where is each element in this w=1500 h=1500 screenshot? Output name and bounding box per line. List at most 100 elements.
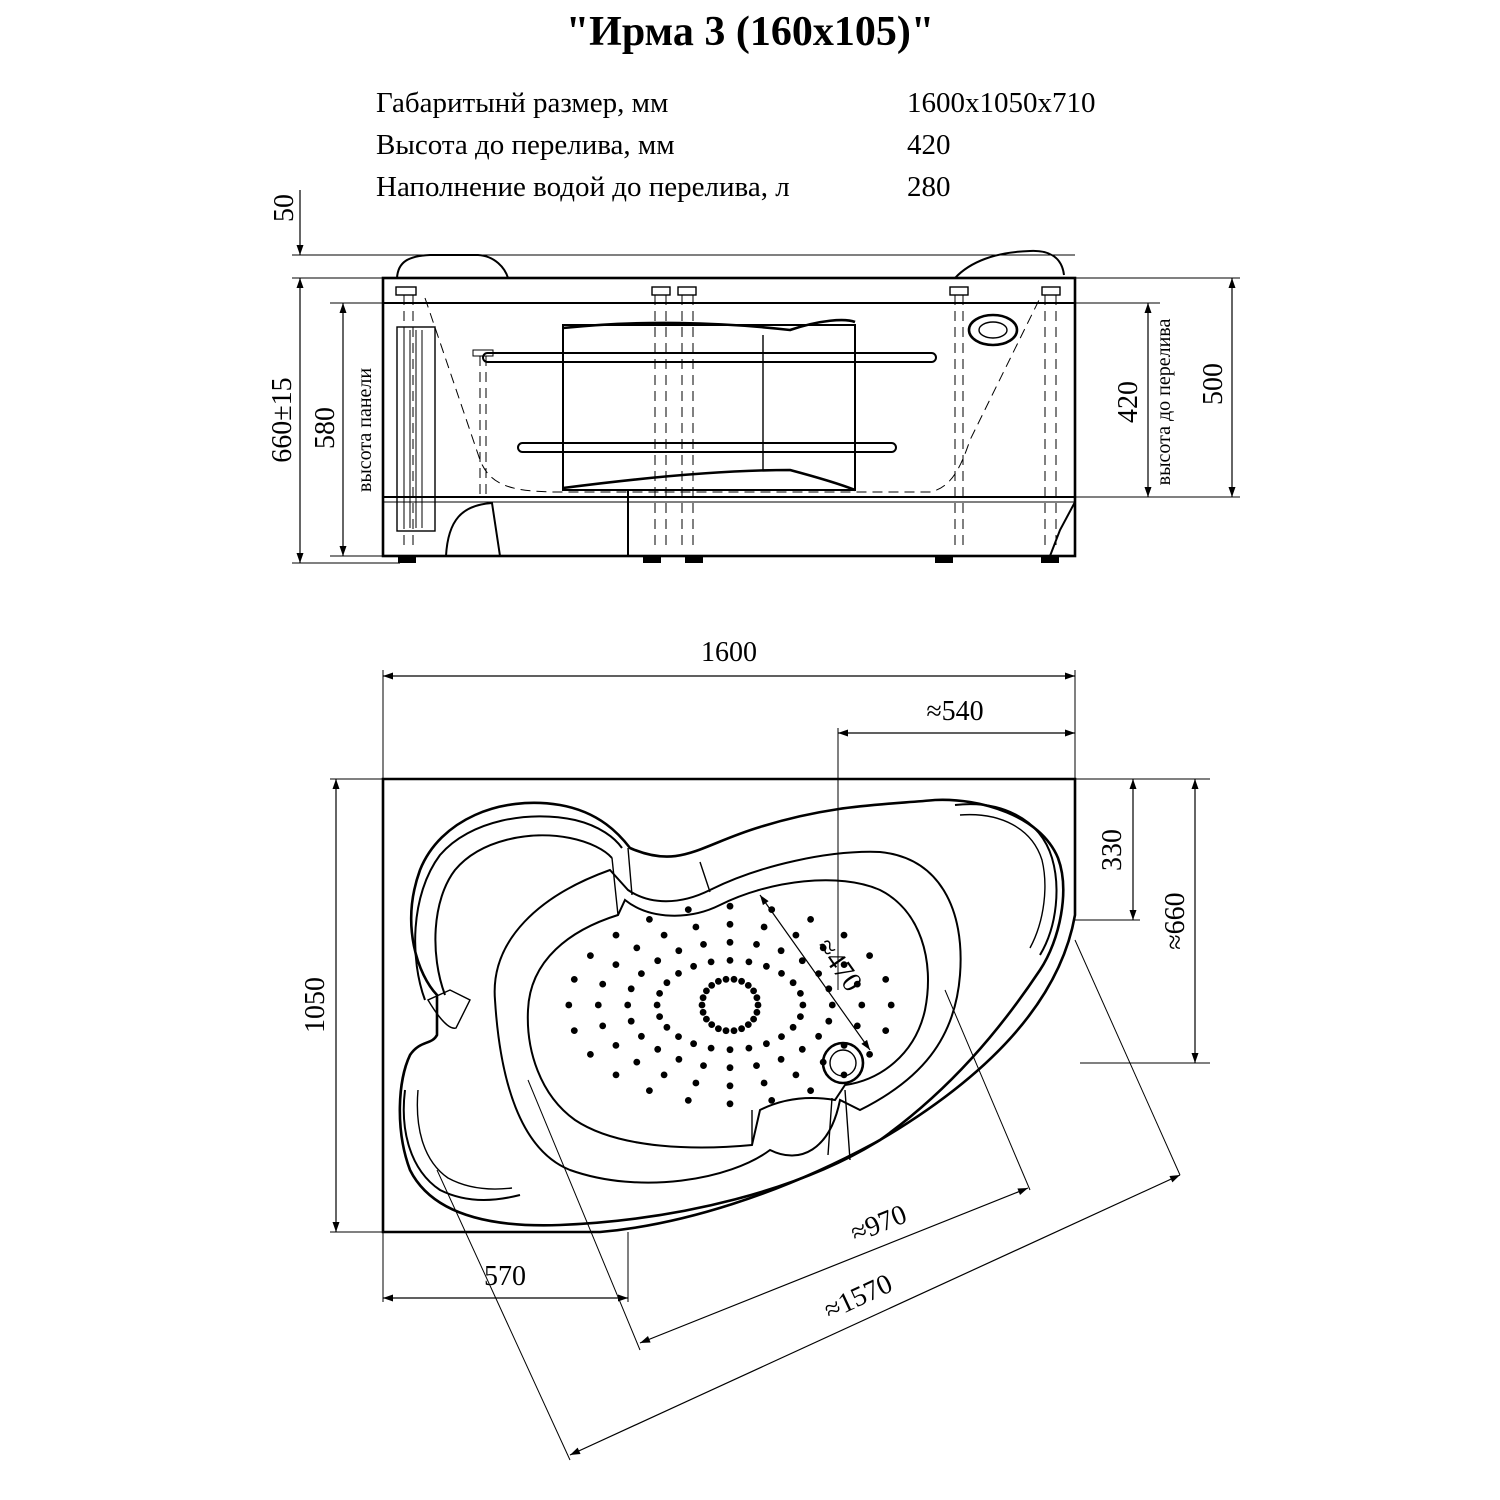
air-jet-dot [726,938,734,946]
air-jet-dot [587,952,594,959]
right-armrest-outer [954,803,1058,956]
air-jet-dot [599,980,607,988]
air-jet-dot [789,1023,797,1031]
air-jet-dot [660,1071,668,1079]
air-jet-dot [744,1021,752,1028]
air-jet-dot [675,1055,683,1063]
label-panel-height: высота панели [354,368,376,492]
air-jet-dot [633,1058,641,1066]
air-jet-dot [715,1025,722,1033]
air-jet-dot [858,1001,866,1009]
air-jet-dot [594,1001,602,1009]
air-jet-dot [700,1062,707,1069]
bottom-armrest-inner [416,1089,513,1190]
right-armrest-inner [959,813,1046,949]
air-jet-dot [887,1001,895,1009]
air-jet-dot [703,987,710,995]
air-jet-dot [638,970,645,977]
air-jet-dot [825,1017,833,1025]
air-jet-dot [654,1045,662,1053]
air-jet-dot [777,947,785,955]
air-jet-dot [828,1001,836,1009]
air-jet-dot [708,1021,716,1028]
air-jet-dot [684,1097,692,1104]
dim-970: ≈970 [846,1199,911,1249]
spec-label: Наполнение водой до перелива, л [376,170,790,203]
air-jet-dot [646,916,653,923]
air-jet-dot [753,994,761,1002]
air-jet-dot [690,1040,697,1048]
air-jet-dot [726,920,734,928]
seat-top-edge [562,318,856,332]
air-jet-dot [684,906,692,913]
air-jet-dot [763,1040,770,1048]
air-jet-dot [840,931,848,939]
air-jet-dot [726,1100,734,1108]
air-jet-dot [754,1001,762,1009]
air-jet-dot [663,1023,671,1031]
air-jet-dots [565,902,895,1108]
lower-handrail [517,442,897,453]
air-jet-dot [797,1013,804,1020]
left-panel-column [396,326,436,532]
air-jet-dot [660,931,668,939]
air-jet-dot [866,1051,873,1058]
air-jet-dot [807,1087,814,1094]
left-armrest-inner [434,834,613,996]
air-jet-dot [866,952,873,959]
seat-bottom-edge [562,468,856,492]
bowl-outer-rim [398,798,1065,1227]
air-jet-dot [882,976,890,983]
air-jet-dot [699,1008,707,1016]
dim-50: 50 [269,194,300,222]
air-jet-dot [730,975,738,983]
air-jet-dot [633,944,641,952]
air-jet-dot [722,975,730,983]
dim-470: ≈470 [810,933,868,998]
air-jet-dot [565,1001,573,1009]
air-jet-dot [638,1032,645,1040]
upper-handrail [482,352,937,363]
air-jet-dot [627,985,635,993]
air-jet-dot [707,1044,715,1052]
air-jet-dot [778,970,785,977]
jet-heads [395,286,1061,296]
air-jet-dot [745,958,753,966]
spec-row: Габаритынй размер, мм 1600х1050х710 [376,82,1096,124]
air-jet-dot [778,1033,785,1040]
air-jet-dot [707,958,715,966]
air-jet-dot [627,1017,635,1025]
air-jet-dot [612,961,620,968]
air-jet-dot [692,923,700,931]
left-armrest-end [426,989,471,1029]
air-jet-dot [599,1022,607,1030]
air-jet-dot [760,923,768,931]
left-armrest-outer [414,815,623,1001]
air-jet-dot [570,1027,578,1034]
air-jet-dot [624,1001,632,1009]
air-jet-dot [612,1071,620,1079]
overflow-ring [967,313,1019,347]
air-jet-dot [753,1062,760,1069]
air-jet-dot [777,1055,785,1063]
air-jet-dot [726,902,734,910]
air-jet-dot [882,1027,890,1034]
air-jet-dot [653,1001,661,1009]
dim-540: ≈540 [926,696,983,727]
drawing-title: "Ирма 3 (160х105)" [565,9,935,55]
air-jet-dot [722,1027,730,1035]
spec-label: Высота до перелива, мм [376,128,675,161]
air-jet-dot [792,931,800,939]
right-headrest [954,249,1065,279]
air-jet-dot [698,1001,706,1009]
air-jet-dot [612,1042,620,1049]
tub-inner-contour [424,297,1041,493]
jet-pipes [403,295,1057,550]
air-jet-dot [726,1082,734,1090]
air-jet-dot [654,957,662,965]
air-jet-dot [753,941,760,948]
dim-660: 660±15 [267,377,298,462]
air-jet-dot [840,1071,848,1079]
air-jet-dot [703,1015,710,1023]
